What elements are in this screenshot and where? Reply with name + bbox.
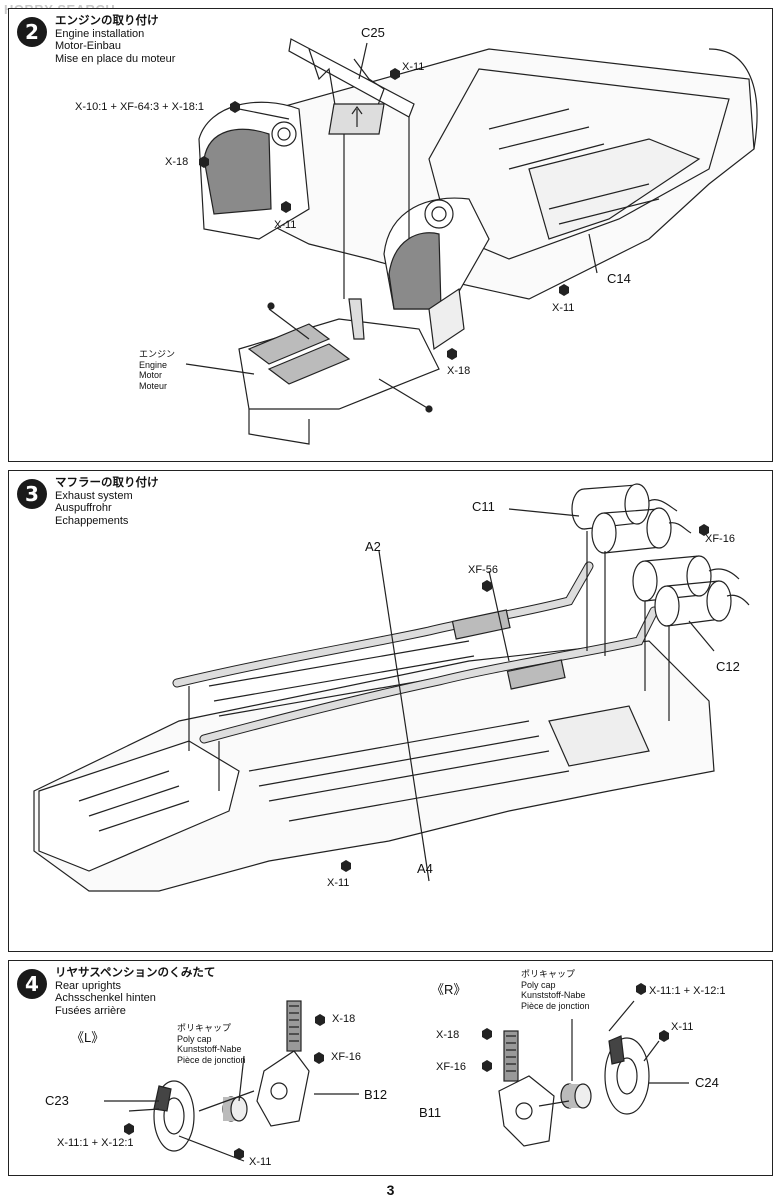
polycap-fr: Pièce de jonction: [521, 1000, 590, 1011]
title-de: Achsschenkel hinten: [55, 992, 156, 1004]
title-en: Rear uprights: [55, 979, 122, 992]
label-x18-left: X-18: [332, 1013, 356, 1025]
label-c12: C12: [716, 659, 740, 674]
label-c23: C23: [45, 1093, 69, 1108]
title-en: Exhaust system: [55, 489, 133, 502]
engine-jp: エンジン: [139, 349, 176, 359]
title-de: Auspuffrohr: [55, 502, 112, 514]
label-x18-a: X-18: [165, 156, 189, 168]
label-x11-b: X-11: [274, 219, 297, 231]
label-c25: C25: [361, 25, 385, 40]
label-polycap-right: ポリキャップ Poly cap Kunststoff-Nabe Pièce de…: [521, 969, 590, 1011]
label-xf16-left: XF-16: [331, 1051, 361, 1063]
label-a2: A2: [365, 539, 381, 554]
polycap-jp: ポリキャップ: [521, 969, 576, 979]
exhaust-system-drawing: [33, 483, 750, 892]
engine-installation-drawing: [185, 38, 758, 445]
label-paint-mix-right: X-11:1 + X-12:1: [649, 985, 726, 997]
step-title: エンジンの取り付け Engine installation Motor-Einb…: [55, 15, 175, 65]
step-title: マフラーの取り付け Exhaust system Auspuffrohr Ech…: [55, 477, 159, 527]
label-left-side: 《L》: [71, 1030, 105, 1045]
title-fr: Echappements: [55, 514, 129, 527]
rear-uprights-drawing: [104, 983, 689, 1162]
step-4-panel: 4 リヤサスペンションのくみたて Rear uprights Achsschen…: [8, 960, 773, 1176]
polycap-en: Poly cap: [521, 979, 556, 990]
title-jp: エンジンの取り付け: [55, 15, 159, 27]
label-x11-a: X-11: [402, 61, 425, 73]
label-a4: A4: [417, 861, 433, 876]
title-en: Engine installation: [55, 27, 145, 40]
step-number: 4: [17, 969, 47, 999]
polycap-fr: Pièce de jonction: [177, 1054, 246, 1065]
step-title: リヤサスペンションのくみたて Rear uprights Achsschenke…: [55, 967, 215, 1017]
label-c24: C24: [695, 1075, 719, 1090]
step-number: 2: [17, 17, 47, 47]
label-x11-right: X-11: [671, 1021, 694, 1033]
polycap-de: Kunststoff-Nabe: [177, 1044, 242, 1054]
label-x11: X-11: [327, 877, 350, 889]
title-jp: マフラーの取り付け: [55, 477, 159, 489]
step-2-panel: 2 エンジンの取り付け Engine installation Motor-Ei…: [8, 8, 773, 462]
step-number: 3: [17, 479, 47, 509]
polycap-en: Poly cap: [177, 1033, 212, 1044]
engine-fr: Moteur: [139, 380, 168, 391]
polycap-de: Kunststoff-Nabe: [521, 990, 586, 1000]
label-c11: C11: [472, 499, 495, 514]
label-engine: エンジン Engine Motor Moteur: [139, 349, 175, 391]
label-right-side: 《R》: [431, 982, 467, 997]
label-c14: C14: [607, 271, 631, 286]
label-paint-mix: X-10:1 + XF-64:3 + X-18:1: [75, 101, 205, 113]
label-x18-right: X-18: [436, 1029, 460, 1041]
label-polycap-left: ポリキャップ Poly cap Kunststoff-Nabe Pièce de…: [177, 1023, 246, 1065]
polycap-jp: ポリキャップ: [177, 1023, 232, 1033]
title-de: Motor-Einbau: [55, 40, 122, 52]
label-x11-left: X-11: [249, 1156, 272, 1168]
title-fr: Mise en place du moteur: [55, 52, 176, 65]
title-jp: リヤサスペンションのくみたて: [55, 967, 216, 979]
page-number: 3: [386, 1182, 395, 1198]
label-paint-mix-left: X-11:1 + X-12:1: [57, 1137, 134, 1149]
step-3-panel: 3 マフラーの取り付け Exhaust system Auspuffrohr E…: [8, 470, 773, 952]
label-xf16-right: XF-16: [436, 1061, 466, 1073]
label-xf16: XF-16: [705, 533, 735, 545]
label-x11-c: X-11: [552, 302, 575, 314]
label-x18-b: X-18: [447, 365, 471, 377]
label-b11: B11: [419, 1105, 442, 1120]
engine-de: Motor: [139, 370, 163, 380]
label-b12: B12: [364, 1087, 388, 1102]
title-fr: Fusées arrière: [55, 1004, 126, 1017]
label-xf56: XF-56: [468, 564, 498, 576]
engine-en: Engine: [139, 359, 168, 370]
